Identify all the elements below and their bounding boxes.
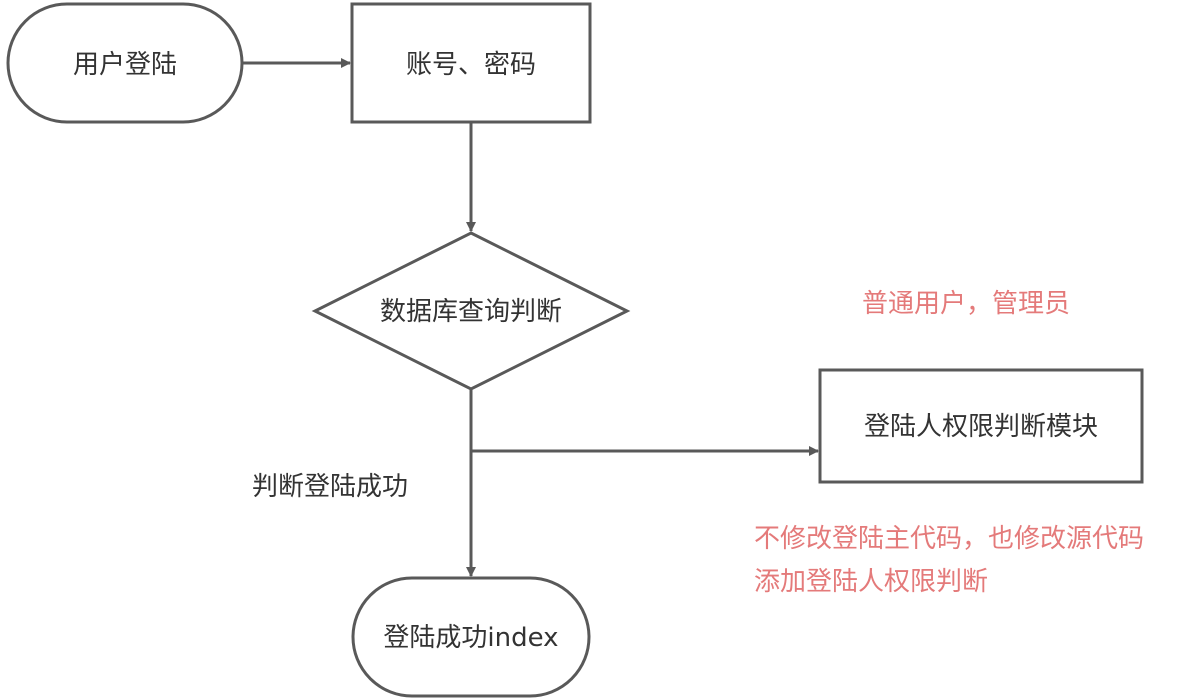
permission-module-process: 登陆人权限判断模块 (818, 368, 1144, 484)
success-terminal: 登陆成功index (351, 576, 591, 698)
approach-note-line2: 添加登陆人权限判断 (754, 567, 988, 597)
start-label: 用户登陆 (73, 50, 177, 80)
start-terminal: 用户登陆 (6, 2, 244, 124)
permission-module-label: 登陆人权限判断模块 (864, 412, 1098, 442)
credentials-process: 账号、密码 (350, 2, 592, 124)
approach-note-line1: 不修改登陆主代码，也修改源代码 (754, 524, 1144, 554)
login-success-edge-label: 判断登陆成功 (252, 472, 408, 502)
db-check-label: 数据库查询判断 (380, 297, 562, 327)
db-check-decision: 数据库查询判断 (311, 231, 631, 391)
success-label: 登陆成功index (383, 623, 558, 653)
user-types-note: 普通用户，管理员 (862, 289, 1070, 319)
credentials-label: 账号、密码 (406, 50, 536, 80)
